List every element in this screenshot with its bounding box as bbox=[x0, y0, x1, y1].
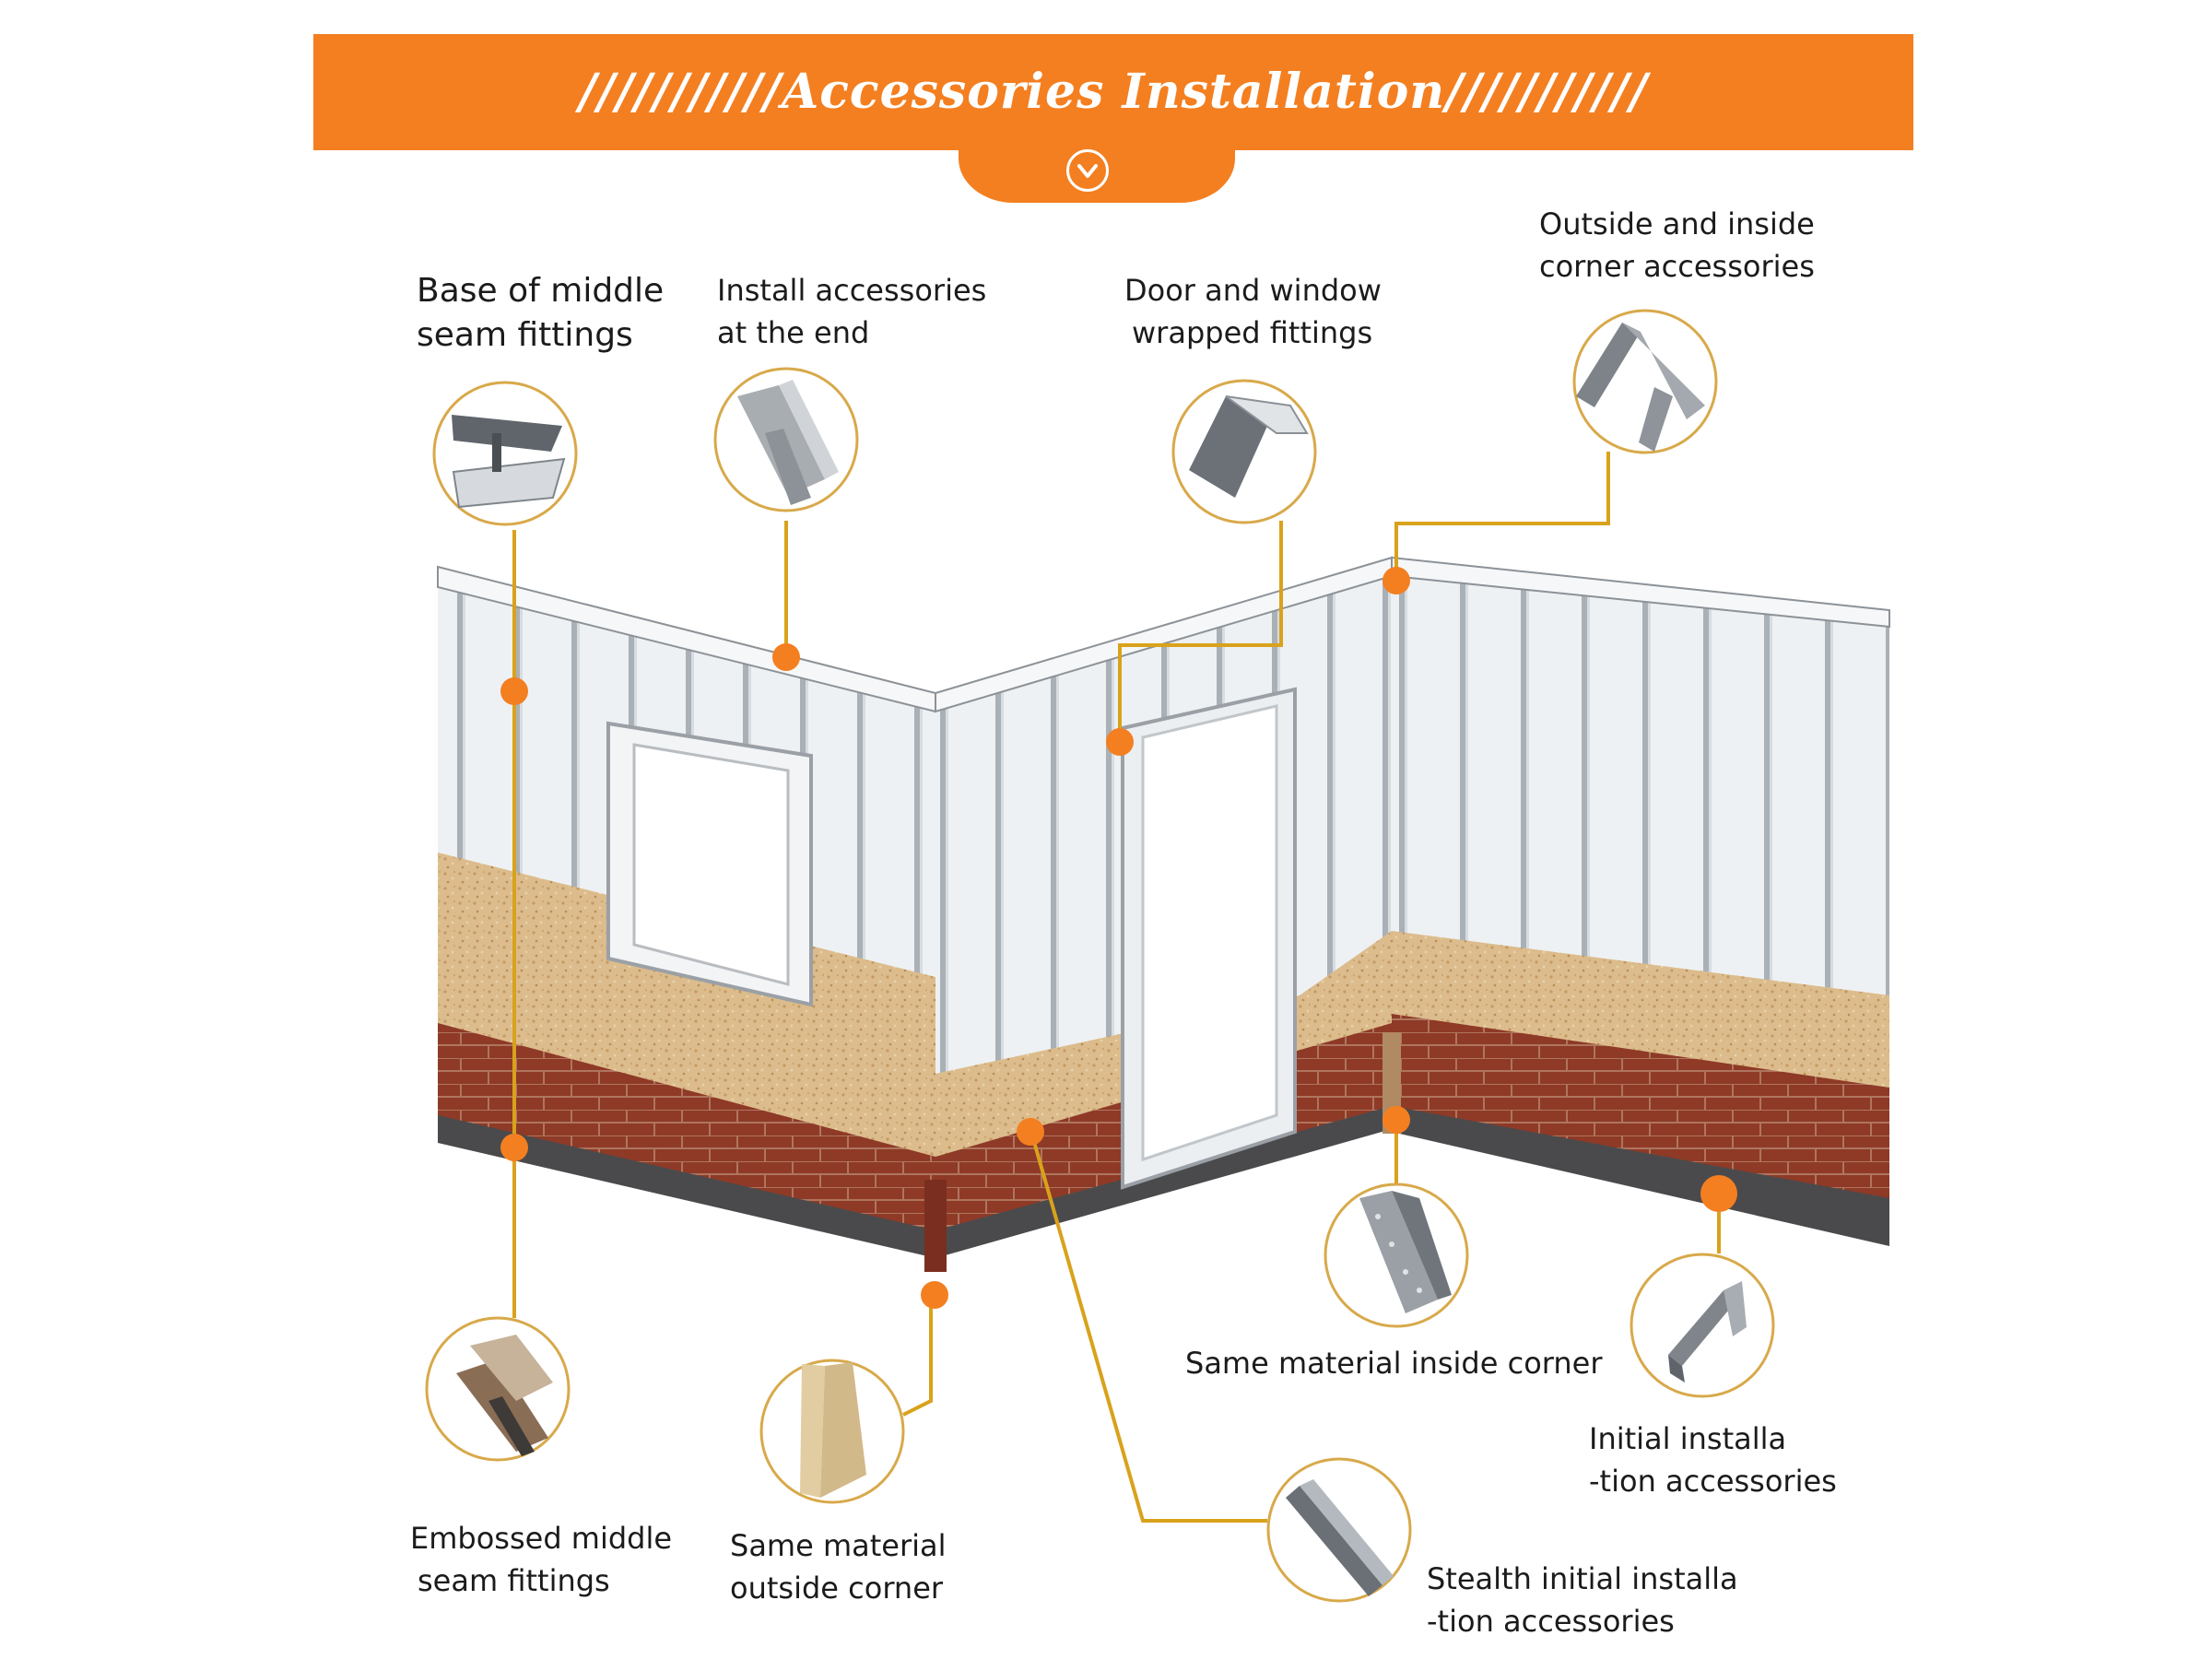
dot-base-middle-seam bbox=[500, 677, 528, 705]
dot-initial-installation bbox=[1700, 1175, 1737, 1212]
label-inside-corner: Same material inside corner bbox=[1185, 1346, 1603, 1381]
label-line: Outside and inside bbox=[1539, 206, 1815, 241]
dot-inside-corner bbox=[1382, 1106, 1410, 1134]
label-line: wrapped fittings bbox=[1132, 315, 1373, 350]
label-line: Embossed middle bbox=[410, 1521, 673, 1556]
label-embossed-middle-seam: Embossed middle seam fittings bbox=[410, 1517, 672, 1602]
dot-door-window bbox=[1106, 728, 1134, 756]
label-line: seam fittings bbox=[418, 1563, 610, 1598]
page-title: ///////////Accessories Installation/////… bbox=[578, 64, 1648, 120]
thumbnail-initial-installation bbox=[1630, 1253, 1775, 1398]
dot-stealth bbox=[1017, 1118, 1044, 1146]
thumbnail-outside-corner bbox=[759, 1359, 905, 1504]
label-line: -tion accessories bbox=[1589, 1464, 1837, 1499]
thumbnail-corner bbox=[1572, 309, 1718, 454]
label-line: Stealth initial installa bbox=[1427, 1561, 1738, 1596]
thumbnail-install-end bbox=[713, 367, 859, 512]
label-line: Same material bbox=[730, 1528, 947, 1563]
label-line: -tion accessories bbox=[1427, 1604, 1675, 1639]
label-line: corner accessories bbox=[1539, 249, 1815, 284]
label-line: seam fittings bbox=[417, 316, 633, 354]
label-install-end: Install accessories at the end bbox=[717, 269, 986, 354]
label-line: Install accessories bbox=[717, 273, 987, 308]
thumbnail-base-middle-seam bbox=[432, 381, 578, 526]
label-base-middle-seam: Base of middle seam fittings bbox=[417, 269, 664, 358]
label-line: outside corner bbox=[730, 1571, 944, 1606]
wall-right bbox=[1391, 556, 1890, 1246]
thumbnail-embossed-middle-seam bbox=[425, 1316, 571, 1462]
chevron-down-icon bbox=[1066, 149, 1109, 192]
label-line: Door and window bbox=[1124, 273, 1382, 308]
header-banner bbox=[313, 34, 1913, 150]
label-line: Initial installa bbox=[1589, 1421, 1787, 1456]
thumbnail-door-window bbox=[1171, 379, 1317, 524]
label-outside-corner: Same material outside corner bbox=[730, 1524, 947, 1609]
label-door-window: Door and window wrapped fittings bbox=[1124, 269, 1382, 354]
dot-install-end bbox=[772, 643, 800, 671]
dot-corner bbox=[1382, 567, 1410, 594]
thumbnail-inside-corner bbox=[1324, 1182, 1469, 1328]
thumbnail-stealth bbox=[1266, 1457, 1412, 1603]
label-line: Base of middle bbox=[417, 272, 665, 310]
label-initial-installation: Initial installa -tion accessories bbox=[1589, 1418, 1837, 1502]
dot-outside-corner bbox=[921, 1281, 948, 1309]
outside-corner-trim bbox=[924, 1180, 947, 1272]
dot-embossed-middle-seam bbox=[500, 1134, 528, 1161]
label-stealth: Stealth initial installa -tion accessorie… bbox=[1427, 1558, 1738, 1642]
label-corner: Outside and inside corner accessories bbox=[1539, 203, 1815, 288]
door bbox=[1121, 687, 1297, 1190]
window bbox=[606, 721, 813, 1007]
label-line: at the end bbox=[717, 315, 870, 350]
callout-dots bbox=[500, 567, 1737, 1309]
